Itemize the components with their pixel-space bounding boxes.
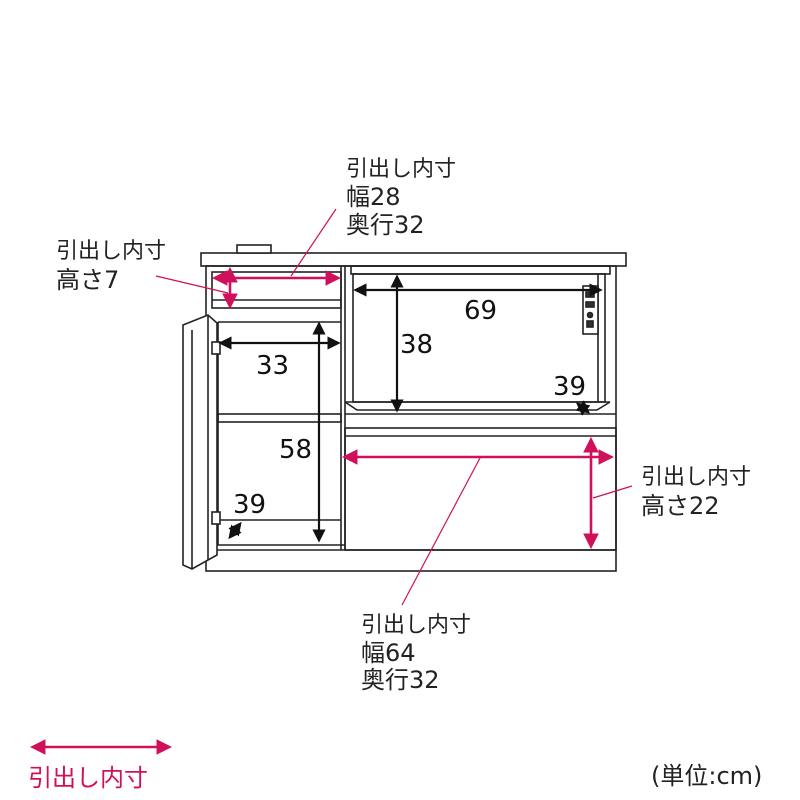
- left-drawer-callout-height: 高さ7: [56, 266, 120, 294]
- bottom-drawer-callout-width: 幅64: [361, 639, 416, 667]
- bottom-drawer-callout-title: 引出し内寸: [361, 613, 472, 638]
- unit-label: (単位:cm): [651, 762, 763, 790]
- drawer-arrows: [211, 266, 615, 550]
- leader-bottom-drawer: [401, 457, 481, 606]
- open-depth-value: 39: [553, 372, 587, 402]
- cab-depth-value: 39: [233, 490, 267, 520]
- leader-right-drawer: [592, 485, 633, 499]
- cabinet-door: [182, 314, 221, 570]
- top-drawer-callout-depth: 奥行32: [346, 211, 425, 239]
- open-height-value: 38: [400, 330, 434, 360]
- dimension-arrows: [218, 274, 603, 543]
- leader-lines: [155, 208, 633, 606]
- left-drawer-callout-title: 引出し内寸: [56, 239, 167, 264]
- cab-width-value: 33: [256, 351, 290, 381]
- right-drawer-callout-height: 高さ22: [641, 492, 720, 520]
- arrow-open-depth: [575, 400, 591, 416]
- cabinet-outline: [200, 244, 627, 572]
- cab-height-value: 58: [279, 435, 313, 465]
- leader-left-drawer: [155, 275, 229, 294]
- right-drawer-callout-title: 引出し内寸: [641, 465, 752, 490]
- top-drawer-callout-title: 引出し内寸: [346, 157, 457, 182]
- legend-label: 引出し内寸: [28, 764, 148, 792]
- arrow-cab-depth: [228, 521, 242, 540]
- leader-top-drawer: [290, 208, 337, 277]
- open-width-value: 69: [464, 296, 498, 326]
- bottom-drawer-callout-depth: 奥行32: [361, 666, 440, 694]
- top-drawer-callout-width: 幅28: [346, 183, 401, 211]
